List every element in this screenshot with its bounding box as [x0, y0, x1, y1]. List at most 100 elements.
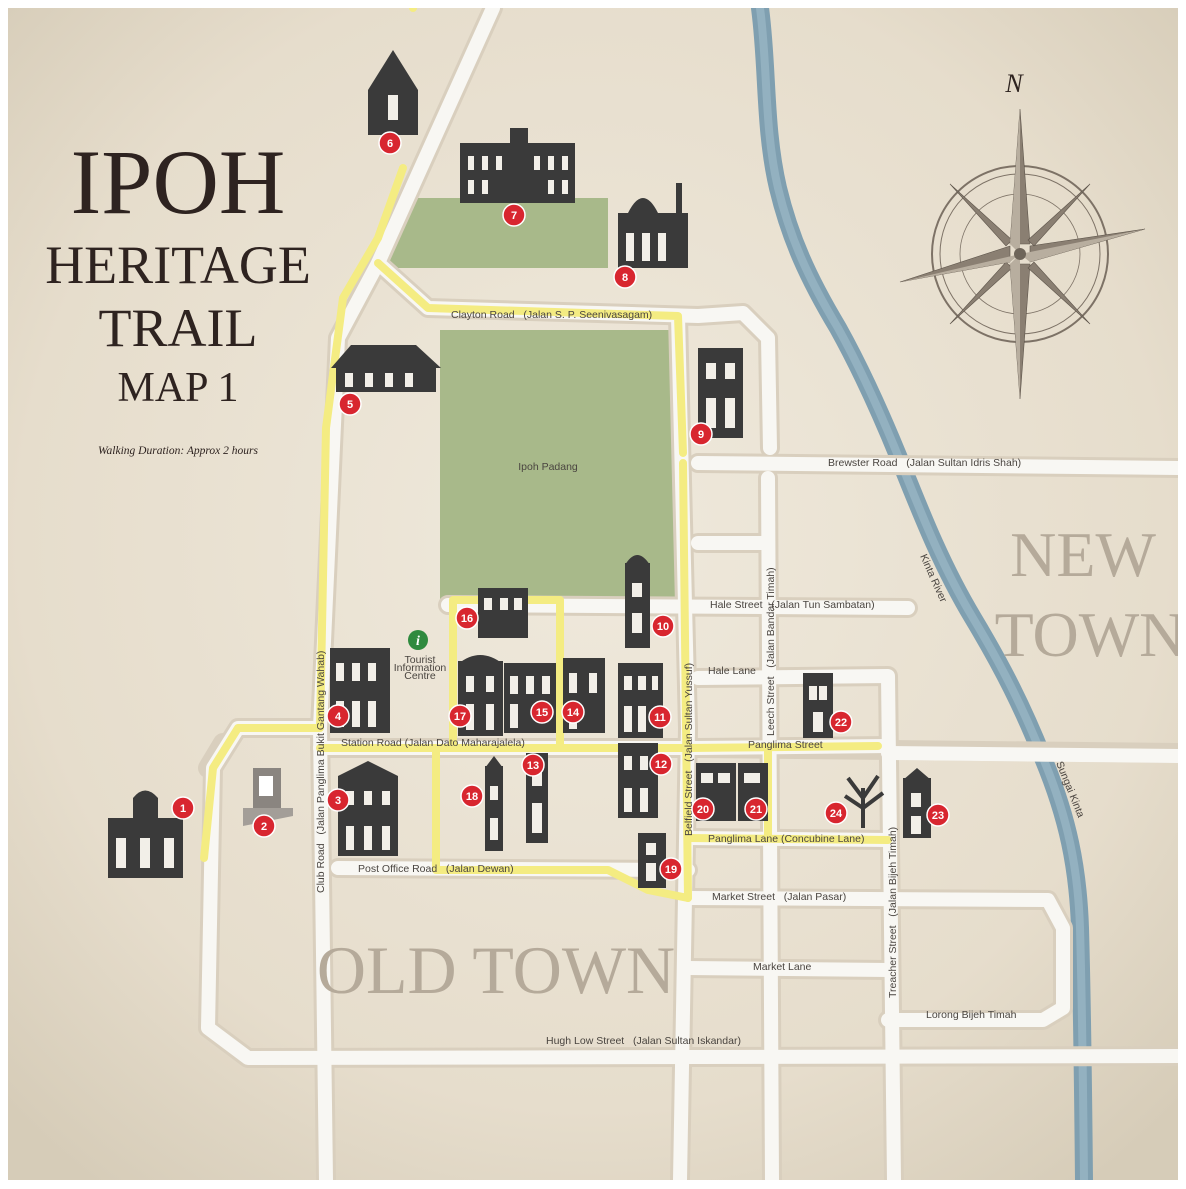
trail-marker-21[interactable]: 21 [744, 797, 768, 821]
trail-marker-number: 21 [750, 804, 762, 816]
trail-marker-6[interactable]: 6 [378, 131, 402, 155]
building-5-icon [331, 345, 441, 392]
trail-marker-24[interactable]: 24 [824, 801, 848, 825]
trail-marker-number: 11 [654, 712, 666, 724]
label-leech-street: Leech Street (Jalan Bandar Timah) [765, 567, 777, 736]
trail-marker-circle [252, 814, 276, 838]
info-label-line1: Tourist [405, 654, 436, 666]
trail-marker-1[interactable]: 1 [171, 796, 195, 820]
trail-marker-17[interactable]: 17 [448, 704, 472, 728]
trail-marker-number: 12 [655, 759, 667, 771]
trail-marker-circle [744, 797, 768, 821]
walking-duration: Walking Duration: Approx 2 hours [98, 445, 258, 457]
building-19-icon [638, 833, 666, 888]
trail-marker-13[interactable]: 13 [521, 753, 545, 777]
title-line-map: MAP 1 [118, 365, 239, 411]
building-23-icon [903, 768, 931, 838]
trail-marker-circle [171, 796, 195, 820]
trail-marker-16[interactable]: 16 [455, 606, 479, 630]
building-7-icon [460, 128, 575, 203]
map-title-block: IPOH HERITAGE TRAIL MAP 1 Walking Durati… [45, 131, 311, 457]
trail-marker-circle [448, 704, 472, 728]
trail-marker-20[interactable]: 20 [691, 797, 715, 821]
trail-marker-number: 5 [347, 399, 353, 411]
trail-marker-circle [659, 857, 683, 881]
trail-marker-14[interactable]: 14 [561, 700, 585, 724]
trail-marker-number: 13 [527, 760, 539, 772]
trail-marker-number: 15 [536, 707, 548, 719]
info-icon-glyph: i [416, 634, 420, 649]
trail-marker-18[interactable]: 18 [460, 784, 484, 808]
title-line-heritage: HERITAGE [45, 235, 311, 295]
trail-marker-23[interactable]: 23 [926, 803, 950, 827]
trail-marker-circle [338, 392, 362, 416]
building-1-icon [108, 790, 183, 878]
trail-marker-9[interactable]: 9 [689, 422, 713, 446]
building-10-icon [625, 555, 650, 648]
trail-marker-number: 19 [665, 864, 677, 876]
title-line-trail: TRAIL [99, 298, 258, 358]
heritage-trail-map: IPOH HERITAGE TRAIL MAP 1 Walking Durati… [8, 8, 1178, 1180]
trail-marker-8[interactable]: 8 [613, 265, 637, 289]
label-lorong-bijeh-timah: Lorong Bijeh Timah [926, 1009, 1017, 1021]
trail-marker-number: 17 [454, 711, 466, 723]
trail-marker-number: 22 [835, 717, 847, 729]
trail-marker-circle [561, 700, 585, 724]
building-16-icon [478, 588, 528, 638]
trail-marker-number: 14 [567, 707, 580, 719]
label-hale-lane: Hale Lane [708, 665, 756, 677]
trail-marker-number: 20 [697, 804, 709, 816]
label-station-road: Station Road (Jalan Dato Maharajalela) [341, 737, 525, 749]
tourist-information-centre[interactable]: i Tourist Information Centre [394, 630, 447, 682]
building-6-icon [368, 50, 418, 135]
trail-marker-15[interactable]: 15 [530, 700, 554, 724]
trail-marker-number: 18 [466, 791, 478, 803]
trail-marker-circle [326, 788, 350, 812]
label-clayton-road: Clayton Road (Jalan S. P. Seenivasagam) [451, 309, 652, 321]
label-hugh-low-street: Hugh Low Street (Jalan Sultan Iskandar) [546, 1035, 741, 1047]
label-post-office-road: Post Office Road (Jalan Dewan) [358, 863, 514, 875]
trail-marker-2[interactable]: 2 [252, 814, 276, 838]
trail-marker-number: 16 [461, 613, 473, 625]
label-treacher-street: Treacher Street (Jalan Bijeh Timah) [887, 827, 899, 998]
district-new-town-line1: NEW [1010, 519, 1156, 590]
trail-marker-circle [824, 801, 848, 825]
map-frame: IPOH HERITAGE TRAIL MAP 1 Walking Durati… [8, 8, 1178, 1180]
trail-marker-number: 8 [622, 272, 628, 284]
title-line-ipoh: IPOH [71, 131, 286, 233]
trail-marker-number: 24 [830, 808, 843, 820]
building-8-icon [618, 183, 688, 268]
trail-marker-number: 1 [180, 803, 186, 815]
heritage-trail-route [200, 8, 892, 902]
label-market-lane: Market Lane [753, 961, 812, 973]
trail-marker-number: 9 [698, 429, 704, 441]
trail-marker-number: 10 [657, 621, 669, 633]
trail-marker-number: 3 [335, 795, 341, 807]
ipoh-padang [440, 330, 678, 600]
trail-marker-number: 2 [261, 821, 267, 833]
trail-marker-circle [829, 710, 853, 734]
trail-marker-19[interactable]: 19 [659, 857, 683, 881]
trail-marker-12[interactable]: 12 [649, 752, 673, 776]
trail-marker-4[interactable]: 4 [326, 704, 350, 728]
trail-marker-5[interactable]: 5 [338, 392, 362, 416]
trail-marker-number: 6 [387, 138, 393, 150]
trail-marker-3[interactable]: 3 [326, 788, 350, 812]
trail-marker-circle [651, 614, 675, 638]
building-24-icon [843, 774, 885, 828]
trail-marker-circle [648, 705, 672, 729]
trail-marker-number: 4 [335, 711, 342, 723]
trail-marker-circle [455, 606, 479, 630]
trail-marker-11[interactable]: 11 [648, 705, 672, 729]
trail-marker-circle [689, 422, 713, 446]
trail-marker-circle [460, 784, 484, 808]
trail-marker-10[interactable]: 10 [651, 614, 675, 638]
info-icon [408, 630, 428, 650]
trail-marker-22[interactable]: 22 [829, 710, 853, 734]
building-12-icon [618, 743, 658, 818]
trail-marker-circle [649, 752, 673, 776]
label-panglima-street: Panglima Street [748, 739, 823, 751]
trail-marker-circle [521, 753, 545, 777]
trail-marker-7[interactable]: 7 [502, 203, 526, 227]
